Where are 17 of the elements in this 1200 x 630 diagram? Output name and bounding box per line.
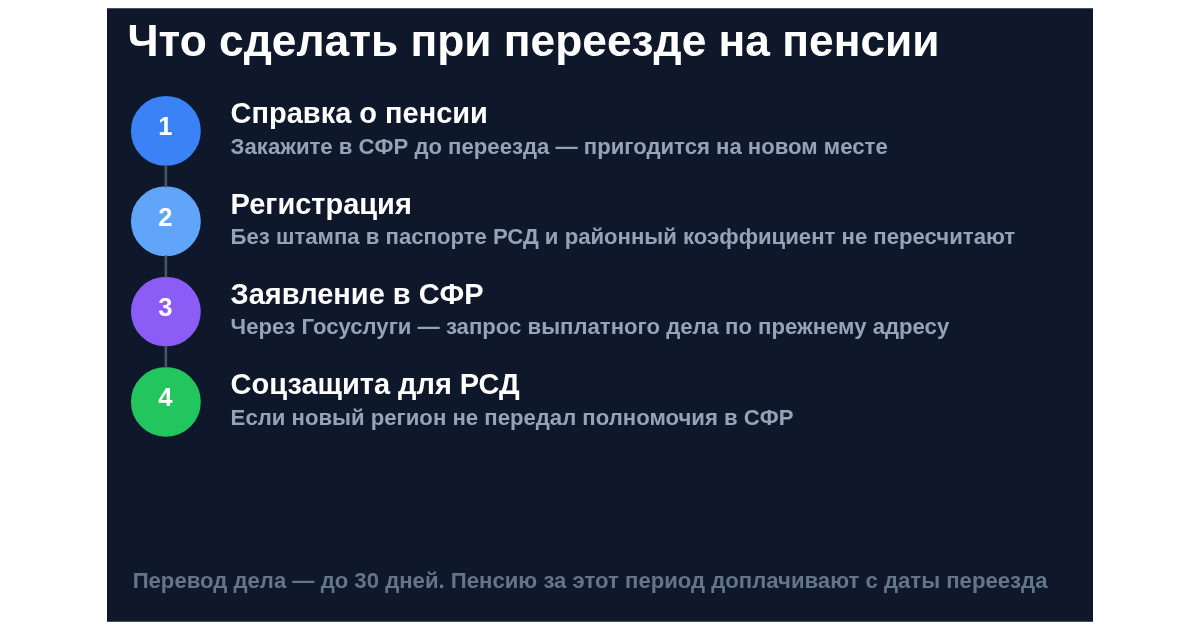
node-circle: 1 — [130, 96, 201, 166]
node-label: Если новый регион не передал полномочия в СФР — [230, 404, 794, 430]
node-label: Через Госуслуги — запрос выплатного дела по прежнему адресу — [230, 314, 950, 340]
node-label: Справка о пенсии — [230, 97, 488, 130]
node-label: Закажите в СФР до переезда — пригодится на новом месте — [230, 133, 888, 159]
node-circle: 4 — [130, 366, 201, 437]
node-label: Заявление в СФР — [230, 278, 484, 311]
node-label: Соцзащита для РСД — [230, 368, 520, 401]
node-label: Регистрация — [230, 187, 412, 220]
label: Перевод дела — до 30 дней. Пенсию за этот период доплачивают с даты переезда — [132, 568, 1048, 594]
connector — [164, 165, 168, 188]
node-circle: 2 — [130, 186, 201, 257]
node-label: Без штампа в паспорте РСД и районный коэффициент не пересчитают — [230, 224, 1016, 250]
node-circle: 3 — [130, 276, 201, 347]
connector — [164, 345, 168, 368]
diagram-title: Что сделать при переезде на пенсии — [127, 15, 940, 65]
connector — [164, 255, 168, 278]
